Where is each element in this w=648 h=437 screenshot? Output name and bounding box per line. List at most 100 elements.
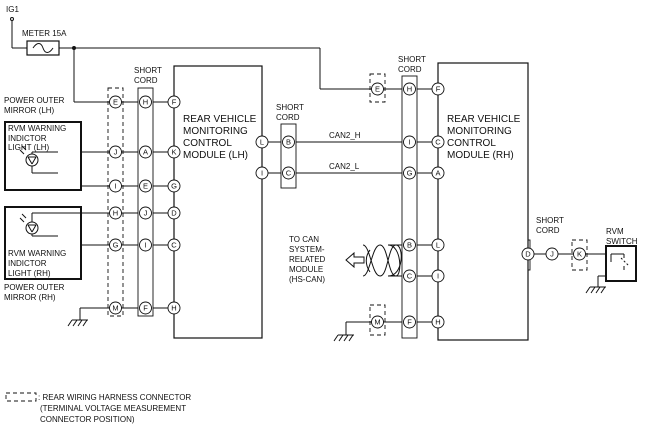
pin-circle <box>403 82 416 96</box>
rear-harness-connector-switch <box>571 239 588 271</box>
pin-label: F <box>143 304 148 313</box>
pin-label: C <box>407 272 413 281</box>
mirror-lh-label: POWER OUTER MIRROR (LH) <box>4 96 65 115</box>
svg-text:POWER OUTER: POWER OUTER <box>4 283 65 292</box>
svg-text:MONITORING: MONITORING <box>447 126 512 137</box>
pins-module-lh: F K G D C H L I <box>167 95 269 315</box>
pin-circle <box>431 269 445 283</box>
pin-label: J <box>144 209 148 218</box>
short-cord-1 <box>137 87 154 317</box>
legend-line: (TERMINAL VOLTAGE MEASUREMENT <box>40 404 186 413</box>
pin-circle <box>109 301 122 315</box>
power-feed <box>10 17 321 102</box>
pin-circle <box>109 179 122 193</box>
module-lh-label: REAR VEHICLE MONITORING CONTROL MODULE (… <box>183 114 257 161</box>
rvm-switch-box <box>605 245 637 282</box>
svg-text:INDICTOR: INDICTOR <box>8 134 47 143</box>
pin-circle <box>255 135 269 149</box>
pin-circle <box>282 135 295 149</box>
svg-text:MODULE (RH): MODULE (RH) <box>447 150 514 161</box>
pin-label: K <box>171 148 176 157</box>
pin-circle <box>403 135 416 149</box>
short-cord-3-label: SHORT CORD <box>398 55 426 74</box>
pin-label: I <box>437 272 439 281</box>
pins-lh-harness: E J I H G M <box>109 95 122 315</box>
to-can-label: TO CAN SYSTEM- RELATED MODULE (HS-CAN) <box>289 235 326 284</box>
pin-label: F <box>407 318 412 327</box>
svg-text:LIGHT (LH): LIGHT (LH) <box>8 143 50 152</box>
pins-short-cord-2: B C <box>282 135 295 180</box>
pin-label: C <box>435 138 441 147</box>
pin-label: G <box>171 182 177 191</box>
pin-circle <box>139 206 152 220</box>
pin-circle <box>167 206 181 220</box>
svg-text:MODULE (LH): MODULE (LH) <box>183 150 248 161</box>
pin-label: A <box>143 148 148 157</box>
pin-circle <box>431 82 445 96</box>
can-h-label: CAN2_H <box>329 131 361 140</box>
pin-circle <box>573 247 586 261</box>
svg-text:(HS-CAN): (HS-CAN) <box>289 275 325 284</box>
module-rh-label: REAR VEHICLE MONITORING CONTROL MODULE (… <box>447 114 521 161</box>
ground-icon <box>585 286 606 294</box>
pin-circle <box>282 166 295 180</box>
svg-text:CONTROL: CONTROL <box>447 138 496 149</box>
pin-circle <box>139 145 152 159</box>
rear-harness-connector-lh <box>107 87 124 317</box>
pins-short-cord-3: H I G B C F <box>403 82 416 329</box>
pin-label: F <box>436 85 441 94</box>
pin-label: K <box>577 250 582 259</box>
svg-text:SWITCH: SWITCH <box>606 237 638 246</box>
pin-circle <box>403 238 416 252</box>
short-cord-1-label: SHORT CORD <box>134 66 162 85</box>
can-l-label: CAN2_L <box>329 162 360 171</box>
fuse-label: METER 15A <box>22 29 67 38</box>
pin-circle <box>139 179 152 193</box>
pin-label: H <box>113 209 118 218</box>
svg-text:CORD: CORD <box>536 226 560 235</box>
pin-circle <box>431 315 445 329</box>
ground-icon <box>333 334 354 342</box>
pin-label: C <box>286 169 292 178</box>
pin-label: H <box>435 318 440 327</box>
pin-circle <box>371 315 384 329</box>
module-rh-box <box>437 62 529 341</box>
legend-line: CONNECTOR POSITION) <box>40 415 135 424</box>
pins-short-cord-4: J <box>545 247 559 261</box>
svg-text:TO CAN: TO CAN <box>289 235 319 244</box>
svg-text:MONITORING: MONITORING <box>183 126 248 137</box>
pin-circle <box>431 238 445 252</box>
svg-text:CORD: CORD <box>134 76 158 85</box>
short-cord-4-label: SHORT CORD <box>536 216 564 235</box>
pin-label: H <box>407 85 412 94</box>
pin-circle <box>139 95 152 109</box>
svg-text:MODULE: MODULE <box>289 265 323 274</box>
svg-text:RVM WARNING: RVM WARNING <box>8 124 66 133</box>
legend-line: : REAR WIRING HARNESS CONNECTOR <box>38 393 191 402</box>
ground-icon <box>67 319 88 327</box>
short-cord-2-label: SHORT CORD <box>276 103 304 122</box>
warning-light-lh-box <box>4 121 82 191</box>
svg-text:REAR VEHICLE: REAR VEHICLE <box>183 114 257 125</box>
switch-icon <box>610 253 630 270</box>
legend: : REAR WIRING HARNESS CONNECTOR (TERMINA… <box>5 392 191 424</box>
pin-label: B <box>286 138 291 147</box>
svg-text:REAR VEHICLE: REAR VEHICLE <box>447 114 521 125</box>
svg-text:RELATED: RELATED <box>289 255 326 264</box>
svg-text:POWER OUTER: POWER OUTER <box>4 96 65 105</box>
pin-circle <box>255 166 269 180</box>
pin-circle <box>403 315 416 329</box>
pins-module-rh: F C A L I H D <box>431 82 535 329</box>
pin-circle <box>167 145 181 159</box>
pin-label: F <box>172 98 177 107</box>
rvm-switch-label: RVM SWITCH <box>606 227 638 246</box>
svg-text:MIRROR (RH): MIRROR (RH) <box>4 293 56 302</box>
pin-label: E <box>113 98 118 107</box>
pin-label: G <box>113 241 119 250</box>
pin-circle <box>167 95 181 109</box>
pin-circle <box>167 301 181 315</box>
pin-circle <box>431 135 445 149</box>
pin-label: L <box>260 138 264 147</box>
svg-text:CONTROL: CONTROL <box>183 138 232 149</box>
